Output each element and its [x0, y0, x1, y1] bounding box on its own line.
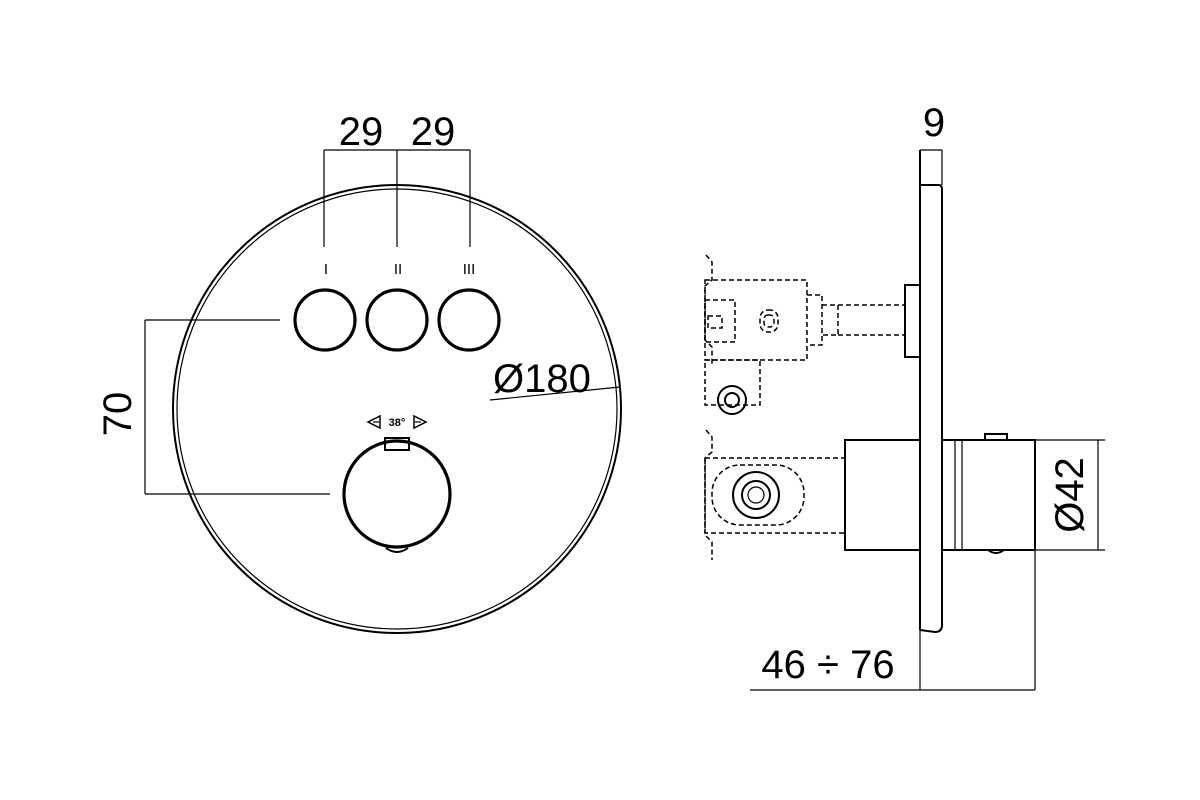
rotation-indicator: 38°	[366, 414, 428, 430]
push-button-2	[365, 288, 429, 352]
handle-diameter-label: Ø42	[1048, 457, 1092, 533]
push-button-3	[437, 288, 501, 352]
button-label-3: III	[463, 261, 476, 278]
side-plate	[919, 150, 943, 634]
cover-plate-inner	[176, 188, 618, 630]
knob-circle	[342, 439, 452, 549]
button-label-1: I	[324, 261, 328, 278]
rotate-left-arrow-icon	[366, 414, 381, 430]
side-handle	[942, 433, 1036, 554]
plate-diameter-label: Ø180	[493, 357, 591, 401]
plate-thickness-dimension: 9	[919, 101, 945, 185]
front-view: 29 29 I II III Ø180 70 38°	[96, 110, 622, 634]
button-spacing-dimension: 29 29	[323, 110, 471, 247]
cover-plate-outer	[172, 184, 622, 634]
thermostat-knob	[342, 437, 452, 553]
depth-dimension: 46 ÷ 76	[750, 550, 1036, 691]
push-button-1	[293, 288, 357, 352]
height-dimension: 70	[96, 319, 330, 495]
valve-sleeve	[844, 439, 921, 551]
upper-valve-body	[704, 254, 921, 415]
height-offset-label: 70	[96, 392, 140, 437]
lower-valve-body	[704, 429, 921, 560]
button-label-2: II	[394, 261, 402, 278]
spacing-left-label: 29	[339, 110, 384, 154]
handle-diameter-dimension: Ø42	[1035, 439, 1105, 551]
depth-range-label: 46 ÷ 76	[761, 643, 894, 687]
rotate-right-arrow-icon	[413, 414, 428, 430]
spacing-right-label: 29	[411, 110, 456, 154]
plate-thickness-label: 9	[923, 101, 945, 145]
rotation-angle-label: 38°	[389, 417, 406, 429]
side-view: 9	[704, 101, 1105, 691]
